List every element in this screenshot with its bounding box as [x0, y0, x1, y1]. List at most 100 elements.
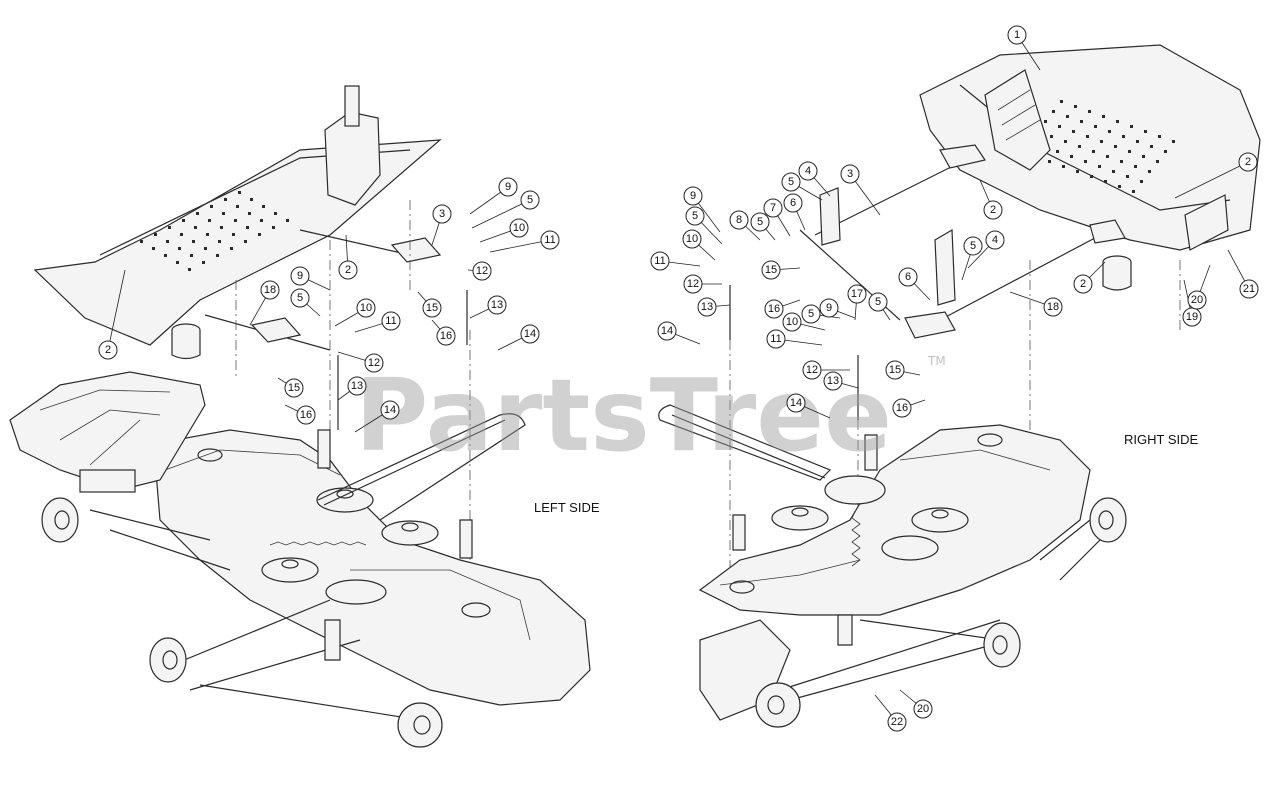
left-plate-hole-grid	[140, 191, 289, 271]
callout-number: 9	[826, 302, 832, 314]
left-callout-5: 5	[471, 190, 540, 229]
callout-number: 14	[661, 325, 673, 337]
callout-circle	[1187, 290, 1207, 310]
plate-hole	[202, 261, 205, 264]
plate-hole	[1060, 100, 1063, 103]
callout-number: 3	[439, 208, 445, 220]
plate-hole	[1086, 135, 1089, 138]
callout-circle	[296, 405, 316, 425]
right-callout-5: 5	[961, 236, 983, 281]
right-callout-6: 6	[898, 267, 931, 301]
plate-hole	[1156, 160, 1159, 163]
plate-hole	[248, 212, 251, 215]
left-callout-16: 16	[431, 319, 456, 346]
callout-circle	[823, 371, 843, 391]
callout-number: 4	[992, 234, 998, 246]
callout-number: 12	[806, 364, 818, 376]
plate-hole	[204, 247, 207, 250]
callout-circle	[783, 193, 803, 213]
callout-number: 5	[970, 240, 976, 252]
callout-number: 12	[368, 357, 380, 369]
right-callout-11: 11	[766, 329, 823, 349]
left-callout-10: 10	[334, 298, 376, 327]
plate-hole	[1130, 125, 1133, 128]
right-callout-18: 18	[1009, 291, 1063, 317]
callout-number: 5	[757, 216, 763, 228]
left-callout-16: 16	[284, 404, 316, 425]
plate-hole	[1164, 150, 1167, 153]
callout-circle	[892, 398, 912, 418]
right-callout-9: 9	[683, 186, 721, 233]
plate-hole	[1150, 145, 1153, 148]
callout-circle	[798, 161, 818, 181]
callout-circle	[347, 376, 367, 396]
left-callout-15: 15	[277, 377, 304, 398]
callout-number: 3	[847, 168, 853, 180]
plate-hole	[192, 240, 195, 243]
plate-hole	[1158, 135, 1161, 138]
callout-number: 8	[736, 214, 742, 226]
callout-number: 5	[527, 194, 533, 206]
callout-circle	[540, 230, 560, 250]
right-callout-14: 14	[786, 393, 831, 419]
callout-number: 21	[1243, 283, 1255, 295]
right-callout-10: 10	[682, 229, 716, 261]
right-callout-13: 13	[823, 371, 859, 391]
callout-circle	[750, 212, 770, 232]
watermark-trademark: TM	[927, 354, 946, 368]
plate-hole	[1142, 155, 1145, 158]
callout-circle	[284, 378, 304, 398]
left-callout-14: 14	[497, 324, 540, 351]
plate-hole	[1092, 150, 1095, 153]
right-callout-9: 9	[819, 298, 856, 319]
callout-number: 15	[889, 364, 901, 376]
right-callout-5: 5	[801, 304, 841, 324]
callout-circle	[781, 172, 801, 192]
left-callout-10: 10	[479, 218, 529, 243]
left-callout-12: 12	[337, 351, 384, 373]
plate-hole	[1084, 160, 1087, 163]
callout-circle	[498, 177, 518, 197]
plate-hole	[244, 240, 247, 243]
right-callout-6: 6	[783, 193, 806, 231]
plate-hole	[1050, 135, 1053, 138]
callout-number: 5	[788, 176, 794, 188]
callout-number: 7	[770, 202, 776, 214]
plate-hole	[1116, 120, 1119, 123]
callout-number: 15	[288, 382, 300, 394]
callout-circle	[422, 298, 442, 318]
plate-hole	[176, 261, 179, 264]
callout-circle	[761, 260, 781, 280]
callout-number: 16	[768, 303, 780, 315]
plate-hole	[1078, 145, 1081, 148]
plate-hole	[216, 254, 219, 257]
callout-circle	[764, 299, 784, 319]
callout-number: 9	[505, 181, 511, 193]
callout-circle	[983, 200, 1003, 220]
left-callout-14: 14	[354, 400, 400, 433]
callout-circle	[1043, 297, 1063, 317]
callout-circle	[898, 267, 918, 287]
callout-circle	[260, 280, 280, 300]
left-callout-11: 11	[354, 311, 401, 333]
plate-hole	[1106, 155, 1109, 158]
callout-number: 15	[426, 302, 438, 314]
plate-hole	[1066, 115, 1069, 118]
right-callout-16: 16	[892, 398, 926, 418]
callout-number: 13	[701, 301, 713, 313]
callout-circle	[509, 218, 529, 238]
callout-circle	[364, 353, 384, 373]
plate-hole	[1148, 170, 1151, 173]
plate-hole	[210, 205, 213, 208]
right-callout-5: 5	[750, 212, 776, 241]
plate-hole	[222, 212, 225, 215]
left-callout-12: 12	[467, 261, 492, 281]
left-callout-9: 9	[469, 177, 518, 215]
right-callout-15: 15	[885, 360, 921, 380]
left-callout-18: 18	[249, 280, 280, 326]
plate-hole	[230, 247, 233, 250]
left-callout-11: 11	[489, 230, 560, 253]
plate-hole	[1126, 175, 1129, 178]
callout-number: 12	[476, 265, 488, 277]
